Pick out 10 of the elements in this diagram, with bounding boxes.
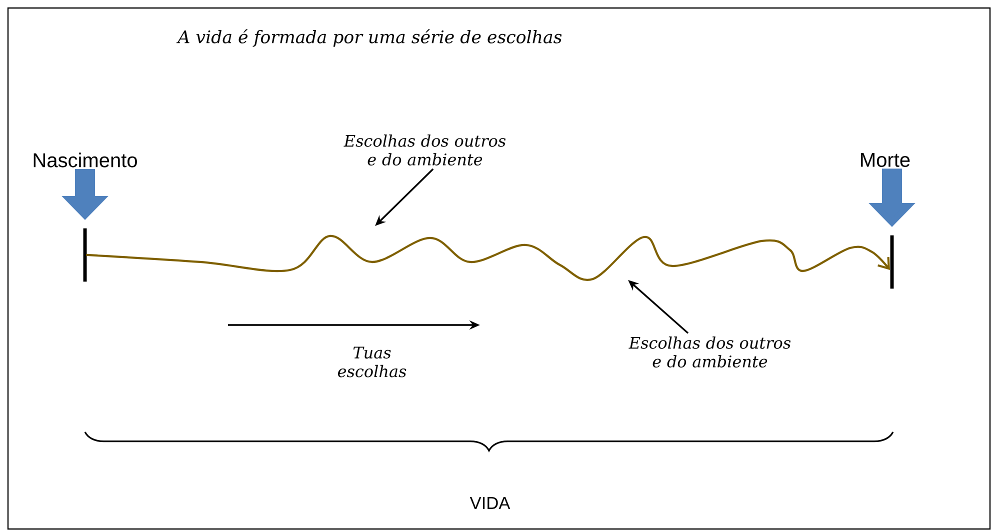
brace-label: VIDA <box>470 497 510 509</box>
wavy-arrow <box>86 234 890 282</box>
caption-text: Tuas escolhas <box>338 346 406 378</box>
endpoint-label: Morte <box>861 153 910 167</box>
callout-text: Escolhas dos outros e do ambiente <box>628 336 791 368</box>
callout-text: Escolhas dos outros e do ambiente <box>344 134 506 166</box>
endpoint-label: Nascimento <box>34 152 137 168</box>
start-bar <box>83 228 87 282</box>
end-bar <box>890 235 894 289</box>
title: A vida é formada por uma série de escolhas <box>176 29 562 47</box>
